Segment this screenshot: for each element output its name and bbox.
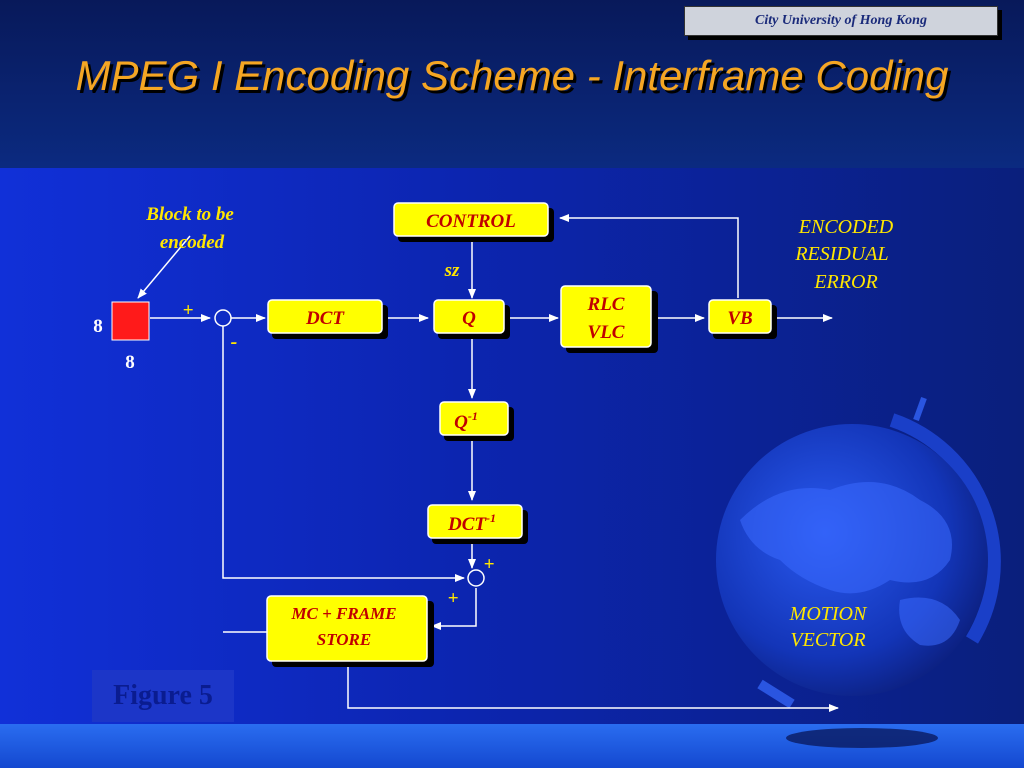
block-height-label: 8 bbox=[125, 352, 135, 373]
sum1-minus-sign: - bbox=[231, 331, 238, 353]
dct-label: DCT bbox=[305, 308, 345, 329]
mc-frame-store-box: MC + FRAME STORE bbox=[266, 595, 434, 667]
line-block-pointer bbox=[137, 235, 191, 299]
university-badge: City University of Hong Kong bbox=[684, 6, 998, 36]
globe-icon bbox=[716, 396, 1001, 748]
block-width-label: 8 bbox=[93, 316, 103, 337]
sum-junction-2 bbox=[467, 569, 485, 587]
figure-label: Figure 5 bbox=[92, 670, 234, 722]
control-label: CONTROL bbox=[426, 211, 516, 232]
slide-title: MPEG I Encoding Scheme - Interframe Codi… bbox=[75, 52, 949, 99]
dct-inverse-label: DCT-1 bbox=[447, 511, 496, 535]
motion-vector-line2: VECTOR bbox=[790, 629, 865, 651]
output-label-line3: ERROR bbox=[813, 271, 877, 293]
signal-lines bbox=[137, 214, 839, 712]
line-feedback-to-sum2 bbox=[222, 326, 465, 582]
sum1-plus-sign: + bbox=[183, 300, 194, 321]
dct-inverse-box: DCT-1 bbox=[427, 504, 528, 544]
control-box: CONTROL bbox=[393, 202, 554, 242]
mc-label-line1: MC + FRAME bbox=[290, 604, 396, 623]
vb-box: VB bbox=[708, 299, 777, 339]
q-inverse-box: Q-1 bbox=[439, 401, 514, 441]
rlc-vlc-box: RLC VLC bbox=[560, 285, 658, 353]
sz-label: sz bbox=[444, 260, 460, 281]
sum2-plus-top: + bbox=[484, 554, 495, 575]
line-mc-motion-vector bbox=[347, 664, 839, 712]
line-vb-feedback bbox=[559, 214, 739, 298]
sum-junction-1 bbox=[214, 309, 232, 327]
output-label-line2: RESIDUAL bbox=[794, 243, 888, 265]
input-block bbox=[111, 301, 150, 341]
output-label-line1: ENCODED bbox=[798, 216, 894, 238]
line-sum2-to-mc bbox=[431, 588, 477, 630]
rlc-label: RLC bbox=[587, 294, 625, 315]
block-label-line1: Block to be bbox=[145, 204, 234, 225]
q-inverse-label: Q-1 bbox=[454, 409, 478, 433]
motion-vector-line1: MOTION bbox=[789, 603, 868, 625]
q-label: Q bbox=[462, 308, 476, 329]
vb-label: VB bbox=[727, 308, 752, 329]
mc-label-line2: STORE bbox=[317, 630, 372, 649]
dct-box: DCT bbox=[267, 299, 388, 339]
block-label-line2: encoded bbox=[160, 232, 225, 253]
q-box: Q bbox=[433, 299, 510, 339]
vlc-label: VLC bbox=[588, 322, 625, 343]
sum2-plus-bottom: + bbox=[448, 588, 459, 609]
